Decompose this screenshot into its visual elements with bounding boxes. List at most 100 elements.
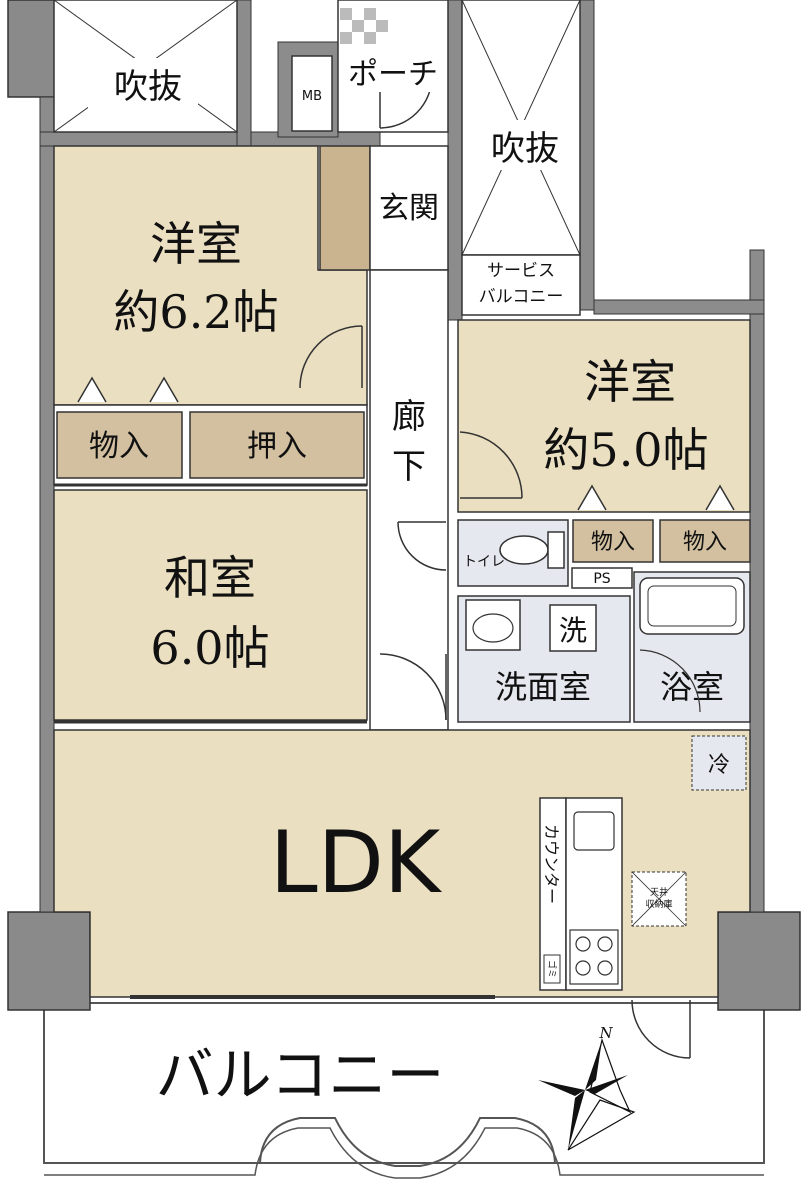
burner-icon [597, 936, 613, 952]
storage-2-label: 物入 [591, 530, 635, 555]
trash-space [543, 954, 561, 984]
left-wall [39, 96, 55, 913]
ceiling-storage-label-2: 収納庫 [645, 898, 672, 910]
void-left-wall [236, 0, 252, 147]
shoe-cabinet [319, 145, 371, 271]
kitchen-sink-icon [573, 811, 615, 851]
right-wall [749, 249, 765, 913]
void-right-label-bg [475, 120, 567, 170]
burner-icon [575, 960, 591, 976]
toilet-tank-icon [547, 531, 565, 569]
porch-tile [376, 20, 388, 32]
fridge-space [691, 735, 747, 791]
void-left-label-bg [88, 58, 198, 108]
void-left-label: 吹抜 [114, 67, 182, 107]
washroom-door-swing [379, 653, 447, 721]
top-wall-right [593, 299, 765, 315]
balcony-door-swing [631, 999, 691, 1059]
ldk: LDK 冷 カウンター ゴミ 天井 収納庫 [53, 729, 751, 1059]
western-room-1: 洋室 約6.2帖 [53, 145, 371, 406]
service-balcony-label-1: サービス [487, 261, 555, 281]
upper-area: 吹抜 吹抜 MB ポーチ [53, 0, 581, 256]
genkan-label: 玄関 [379, 191, 439, 226]
western-room-2-size: 約5.0帖 [543, 423, 708, 477]
japanese-room-size: 6.0帖 [150, 621, 269, 675]
closet-arrow-icon [149, 376, 179, 403]
closet-arrow-icon [577, 484, 607, 511]
bathtub-inner-icon [647, 585, 737, 627]
pipe-space: PS [571, 567, 633, 589]
porch-tile [352, 20, 364, 32]
storage-1 [56, 411, 183, 479]
ps-label: PS [593, 571, 610, 587]
washer-space-icon [549, 604, 597, 652]
storage-row: 物入 押入 [53, 404, 368, 486]
balcony-label: バルコニー [156, 1041, 445, 1109]
ldk-label: LDK [270, 813, 443, 913]
washroom: 洗 洗面室 [457, 595, 631, 723]
compass-point [568, 1090, 585, 1150]
service-balcony-area [461, 254, 581, 316]
oshiire [189, 411, 365, 479]
compass-point [585, 1040, 602, 1090]
storage-2 [572, 519, 654, 563]
balcony-outline [43, 1002, 765, 1164]
bath-door-swing [639, 649, 701, 713]
service-balcony: サービス バルコニー [461, 254, 581, 316]
burner-icon [597, 960, 613, 976]
porch-tile [340, 32, 352, 44]
washroom-label: 洗面室 [495, 668, 591, 706]
corridor-label-2: 下 [392, 447, 426, 487]
column-bottom-right [717, 911, 801, 1011]
western-room-1-name: 洋室 [150, 217, 242, 271]
north-compass-icon: N [538, 1024, 636, 1151]
basin-bowl-icon [472, 613, 514, 643]
trash-label: ゴミ [546, 960, 558, 978]
porch-tile [364, 8, 376, 20]
ps-box [571, 567, 633, 589]
porch-label-bg [342, 52, 444, 92]
western-room-2-name: 洋室 [584, 355, 676, 409]
toilet-bowl-icon [499, 535, 549, 565]
balcony-rail [44, 1127, 764, 1179]
compass-outline [589, 1037, 632, 1114]
entrance-corridor: 玄関 廊 下 [369, 145, 449, 731]
void-right-wall [579, 0, 595, 311]
storage-3 [659, 519, 751, 563]
toilet-door-swing [397, 521, 447, 571]
storage-right: 物入 物入 [572, 519, 751, 563]
storage-1-label: 物入 [89, 429, 149, 464]
corridor-label-1: 廊 [392, 397, 426, 437]
compass-point [538, 1080, 585, 1096]
closet-arrow-icon [705, 484, 735, 511]
entry-wall [447, 0, 463, 321]
washer-label: 洗 [559, 614, 587, 647]
porch-tile [364, 32, 376, 44]
toilet-label: トイレ [463, 554, 505, 570]
balcony-bay-outline [44, 1117, 764, 1167]
storage-3-label: 物入 [683, 530, 727, 555]
western-room-2: 洋室 約5.0帖 [457, 319, 751, 513]
column-bottom-left [7, 911, 91, 1011]
western-room-1-door-swing [299, 325, 363, 389]
western-room-2-door-swing [459, 431, 523, 499]
compass-point [585, 1075, 628, 1094]
japanese-room-name: 和室 [164, 551, 256, 605]
fridge-label: 冷 [708, 753, 730, 778]
japanese-room: 和室 6.0帖 [53, 483, 368, 724]
ceiling-storage-cross-b [631, 871, 687, 927]
void-right-label: 吹抜 [491, 129, 559, 169]
western-room-2-floor [457, 319, 751, 513]
toilet-room: トイレ [457, 519, 569, 587]
stove-icon [569, 929, 619, 985]
compass-outline [567, 1099, 636, 1151]
porch-tile [340, 8, 352, 20]
porch-label: ポーチ [348, 57, 438, 92]
japanese-room-floor [53, 489, 368, 721]
ceiling-storage-label-1: 天井 [650, 886, 668, 898]
bath-label: 浴室 [660, 668, 724, 706]
oshiire-label: 押入 [247, 429, 307, 464]
counter-label: カウンター [542, 824, 561, 904]
